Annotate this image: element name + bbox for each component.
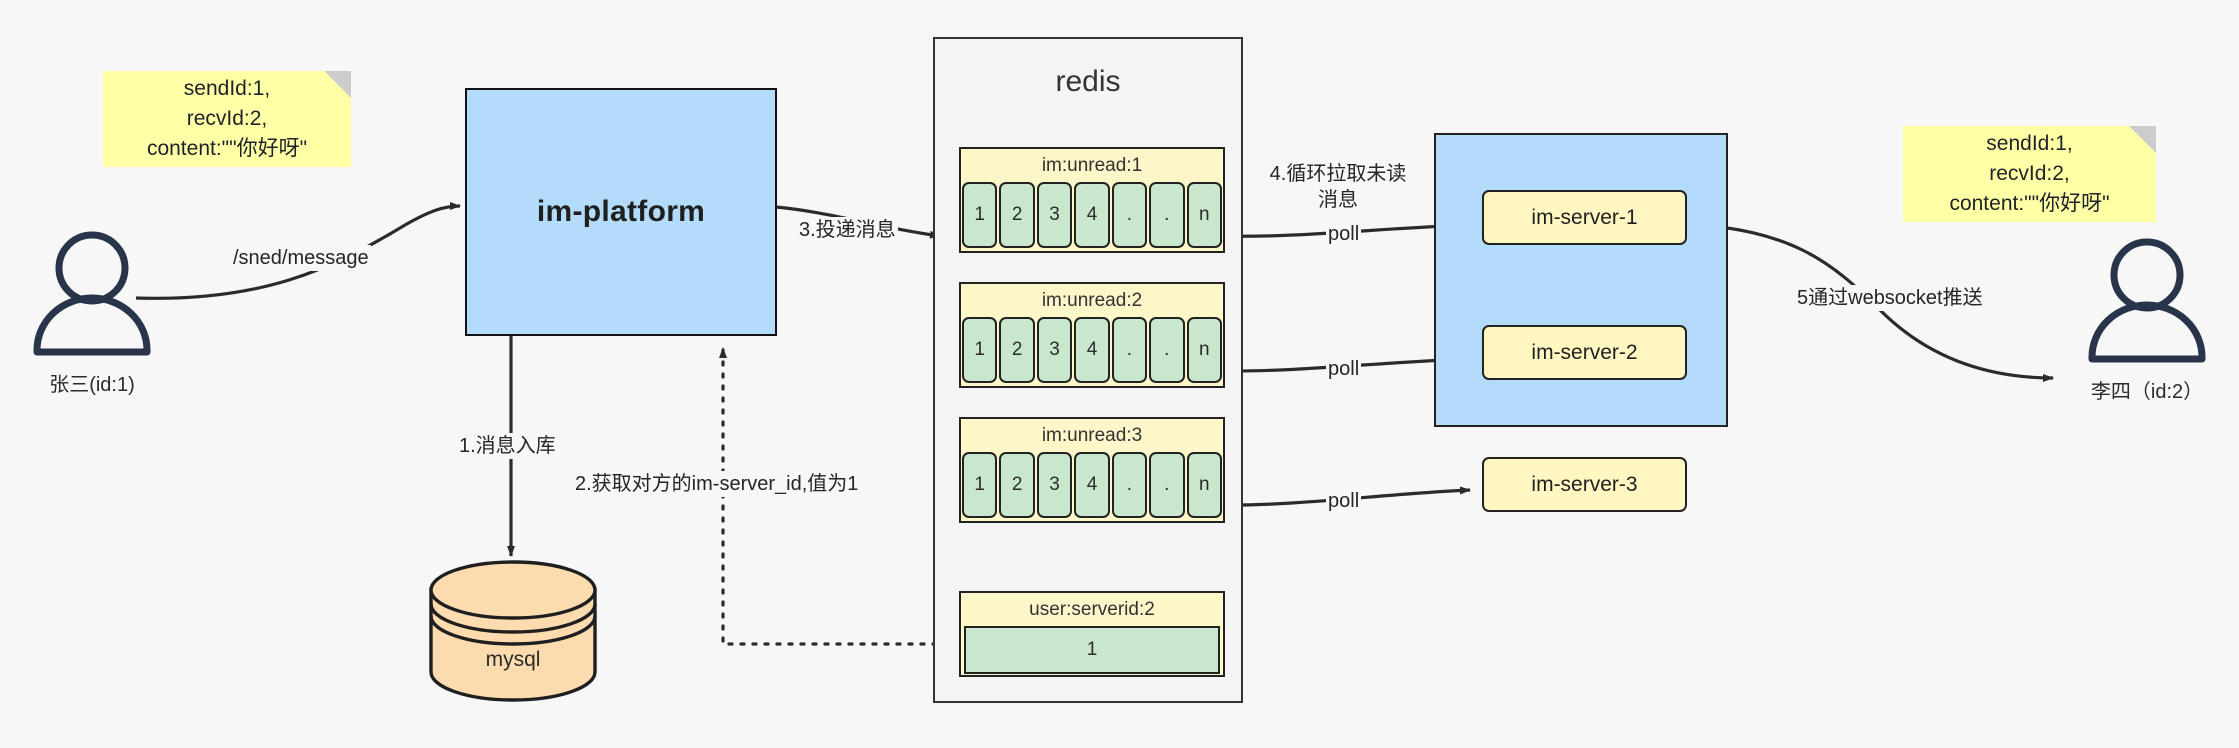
note-left-line-1: sendId:1,: [183, 77, 271, 100]
redis-cell: 1: [962, 452, 998, 518]
edge-label-websocket-push: 5通过websocket推送: [1795, 285, 1985, 311]
redis-key-name: im:unread:3: [1041, 425, 1143, 446]
redis-key-name: im:unread:2: [1041, 290, 1143, 311]
note-fold-icon: [324, 71, 351, 98]
redis-key-cells: 1 2 3 4 . . n: [961, 452, 1223, 521]
redis-cell: 2: [999, 452, 1035, 518]
actor-left-label: 张三(id:1): [49, 374, 135, 396]
redis-key-im-unread-3[interactable]: im:unread:3 1 2 3 4 . . n: [959, 417, 1225, 523]
note-right-line-3: content:""你好呀": [1949, 192, 2110, 215]
note-right: sendId:1, recvId:2, content:""你好呀": [1903, 126, 2156, 222]
redis-cell: 4: [1074, 317, 1110, 383]
redis-cell: .: [1149, 317, 1185, 383]
im-server-group: [1434, 133, 1728, 427]
actor-right-icon: [2088, 238, 2206, 363]
redis-cell: 2: [999, 182, 1035, 248]
im-server-1-box[interactable]: im-server-1: [1482, 190, 1687, 245]
redis-cell: .: [1111, 182, 1148, 248]
redis-key-name: im:unread:1: [1041, 155, 1143, 176]
redis-cell: n: [1186, 452, 1222, 518]
redis-cell: 3: [1036, 317, 1073, 383]
edge-label-send-message: /sned/message: [231, 245, 371, 271]
im-server-3-box[interactable]: im-server-3: [1482, 457, 1687, 512]
edge-label-poll-unread: 4.循环拉取未读消息: [1262, 161, 1414, 213]
note-left-line-3: content:""你好呀": [146, 137, 308, 160]
note-fold-icon: [2129, 126, 2156, 153]
redis-cell: .: [1149, 452, 1185, 518]
redis-cell: n: [1186, 182, 1222, 248]
redis-hash-value: 1: [964, 626, 1220, 674]
redis-cell: n: [1186, 317, 1222, 383]
redis-cell: .: [1111, 452, 1148, 518]
redis-cell: .: [1111, 317, 1148, 383]
edge-label-deliver-message: 3.投递消息: [797, 217, 898, 243]
actor-left-icon: [33, 231, 151, 356]
note-right-line-1: sendId:1,: [1986, 132, 2073, 155]
note-left-line-2: recvId:2,: [186, 107, 268, 130]
redis-key-user-serverid-2[interactable]: user:serverid:2 1: [959, 591, 1225, 677]
redis-cell: .: [1149, 182, 1185, 248]
edge-label-poll-3: poll: [1326, 488, 1362, 514]
redis-key-im-unread-2[interactable]: im:unread:2 1 2 3 4 . . n: [959, 282, 1225, 388]
edge-label-poll-2: poll: [1326, 356, 1362, 382]
redis-cell: 3: [1036, 452, 1073, 518]
im-platform-box[interactable]: im-platform: [465, 88, 777, 336]
im-server-2-box[interactable]: im-server-2: [1482, 325, 1687, 380]
note-right-line-2: recvId:2,: [1989, 162, 2070, 185]
mysql-label: mysql: [485, 648, 541, 671]
redis-cell: 1: [962, 182, 998, 248]
redis-cell: 4: [1074, 182, 1110, 248]
actor-right-label: 李四（id:2）: [2090, 381, 2204, 403]
redis-key-cells: 1 2 3 4 . . n: [961, 182, 1223, 251]
edge-label-poll-1: poll: [1326, 221, 1362, 247]
redis-cell: 2: [999, 317, 1035, 383]
redis-title: redis: [1055, 65, 1121, 98]
redis-key-name: user:serverid:2: [1029, 599, 1155, 620]
redis-cell: 3: [1036, 182, 1073, 248]
redis-cell: 1: [962, 317, 998, 383]
edge-label-get-serverid: 2.获取对方的im-server_id,值为1: [573, 471, 861, 497]
redis-cell: 4: [1074, 452, 1110, 518]
redis-key-im-unread-1[interactable]: im:unread:1 1 2 3 4 . . n: [959, 147, 1225, 253]
note-left: sendId:1, recvId:2, content:""你好呀": [103, 71, 351, 167]
mysql-cylinder-icon: [429, 560, 597, 702]
edge-label-store-message: 1.消息入库: [457, 433, 558, 459]
redis-key-cells: 1 2 3 4 . . n: [961, 317, 1223, 386]
